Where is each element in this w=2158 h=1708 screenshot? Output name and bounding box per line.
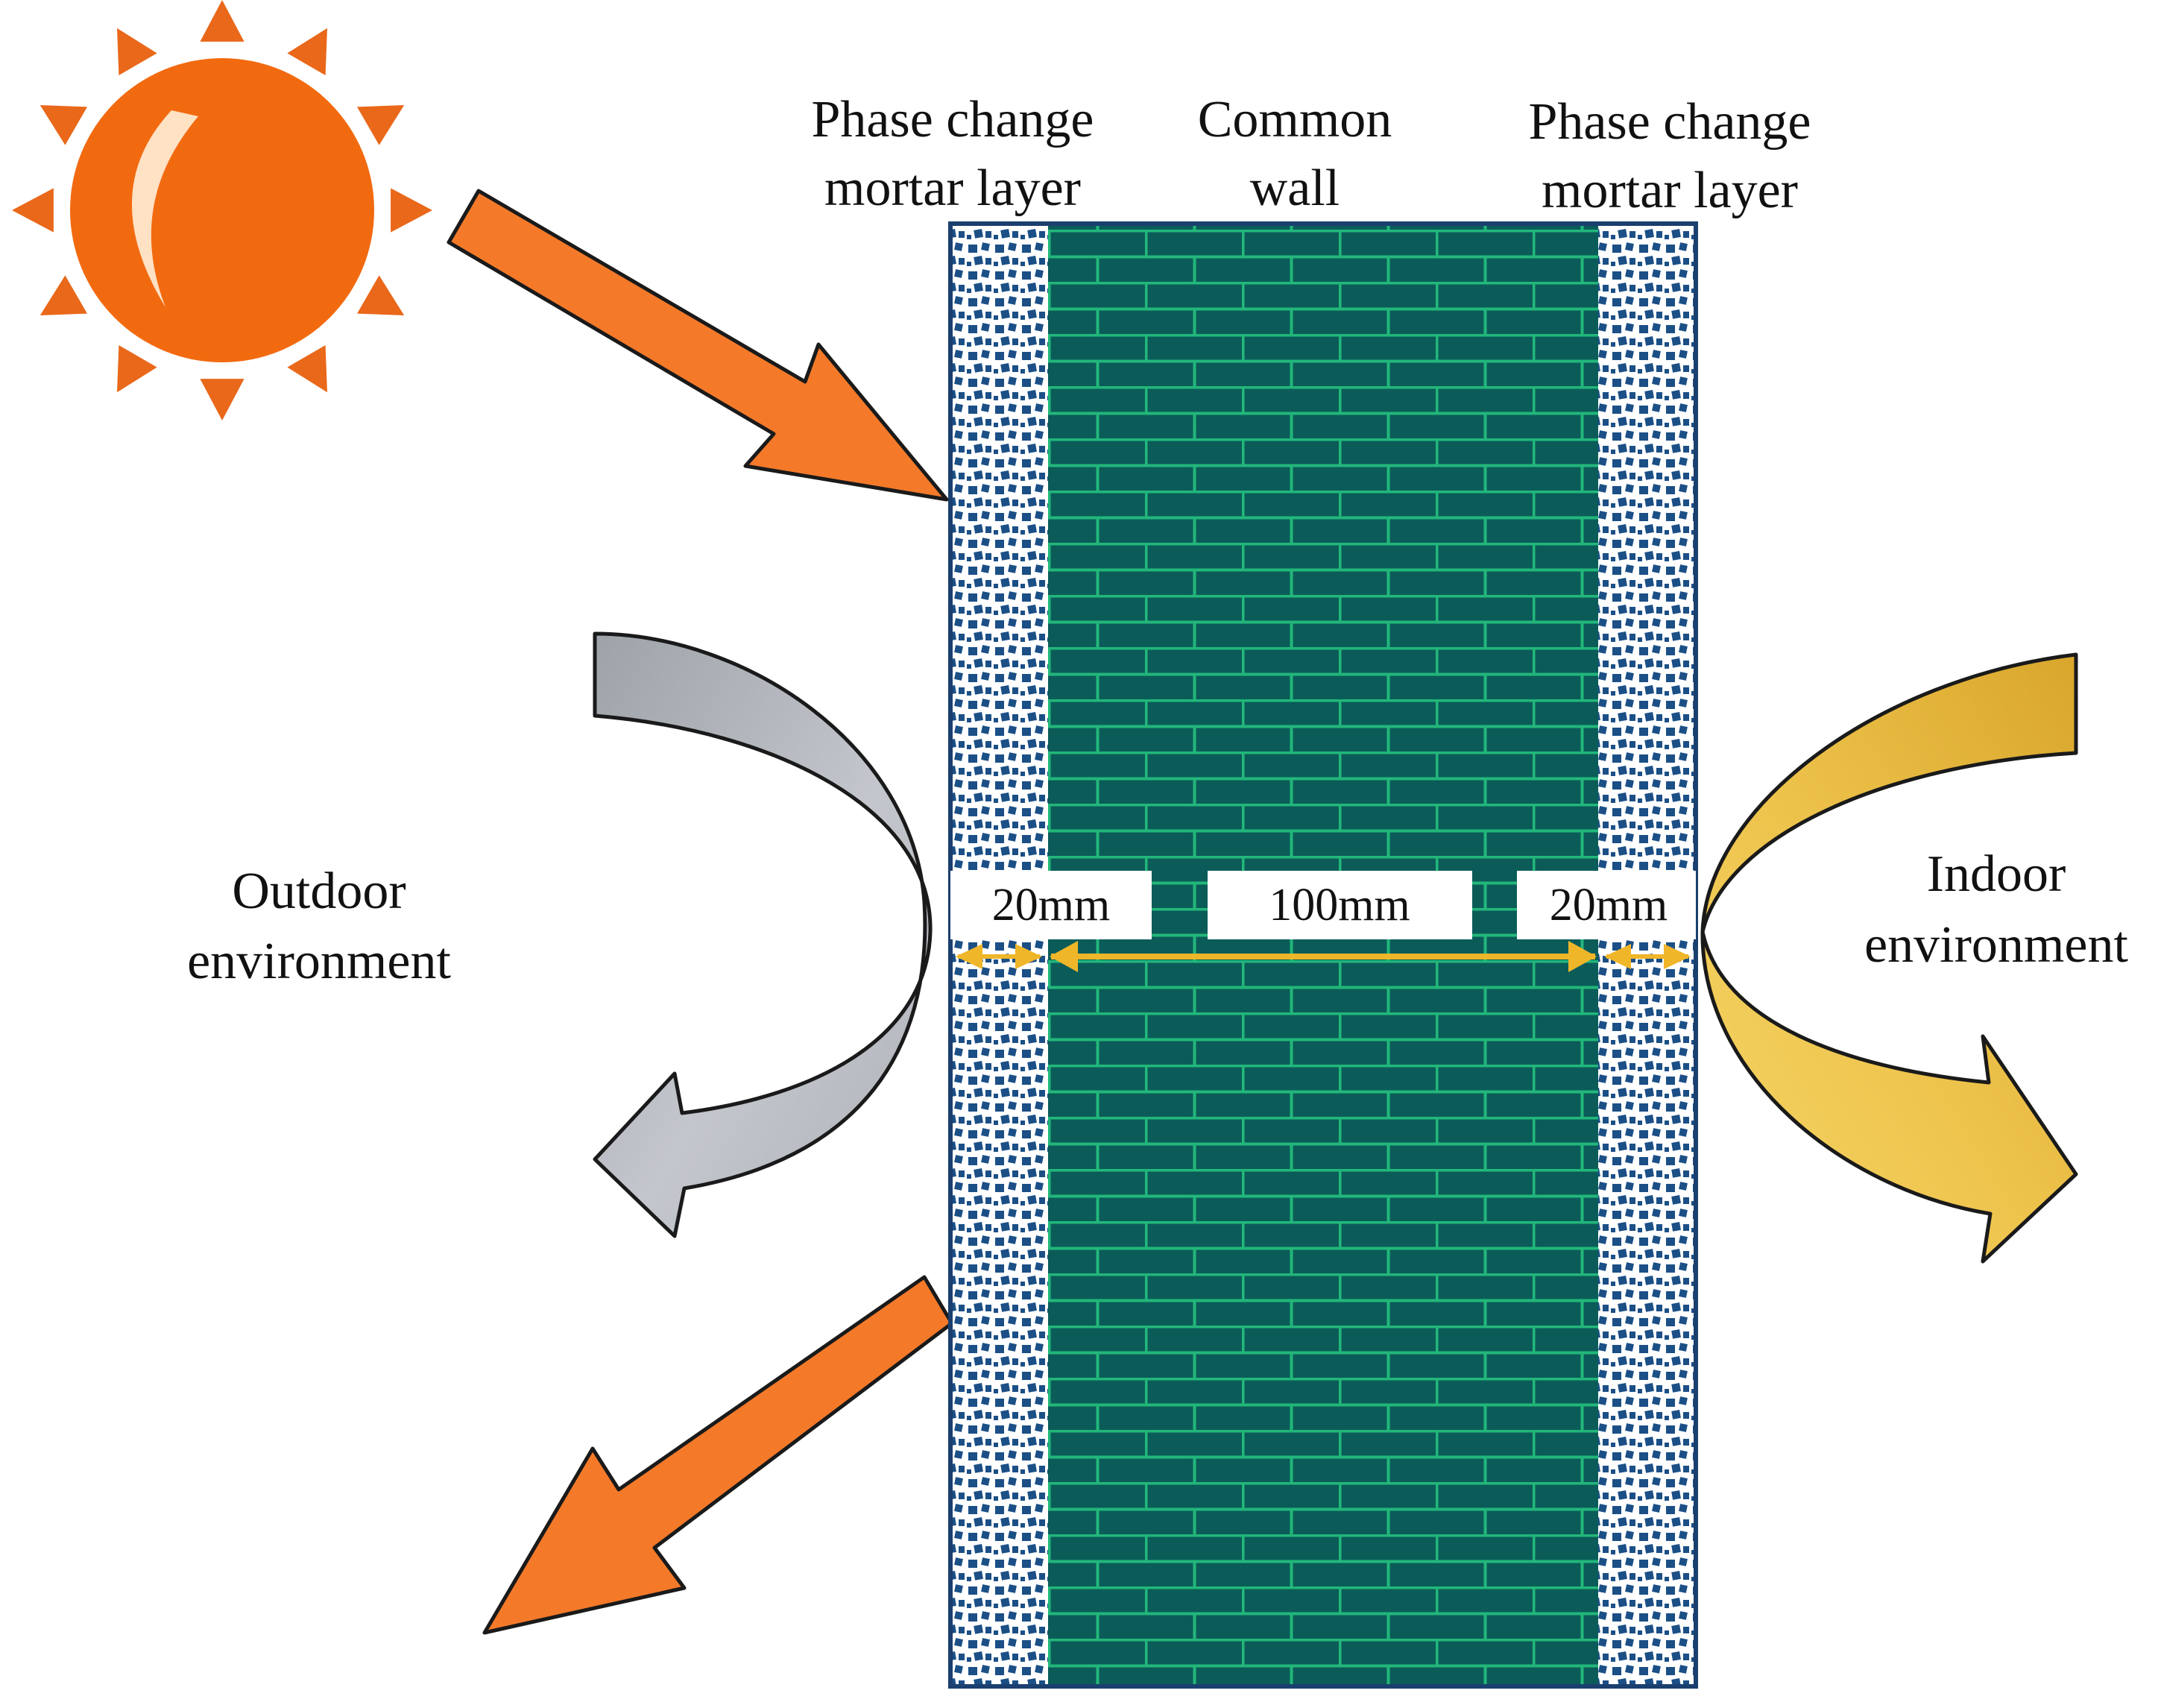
environment-labels: Outdoor environment Indoor environment <box>187 845 2128 990</box>
dimension-outer-layer: 20mm <box>992 880 1110 930</box>
outdoor-label-line1: Outdoor <box>232 863 406 920</box>
indoor-label-line1: Indoor <box>1927 845 2066 903</box>
wall-label-line1: Common <box>1198 91 1392 148</box>
outer-layer-label-line2: mortar layer <box>824 160 1081 217</box>
sun-ray <box>200 379 244 420</box>
sun-ray <box>200 0 244 42</box>
sun-ray <box>117 28 157 75</box>
inner-layer-label-line2: mortar layer <box>1542 162 1798 219</box>
sun-ray <box>12 188 54 233</box>
dimension-arrows <box>956 941 1691 972</box>
indoor-label-line2: environment <box>1864 916 2128 974</box>
outdoor-label-line2: environment <box>187 933 451 990</box>
sun-ray <box>40 275 87 315</box>
sun-ray <box>117 345 157 393</box>
wall-outline <box>948 221 1698 1689</box>
inner-layer-label-line1: Phase change <box>1528 93 1811 151</box>
wall-label-line2: wall <box>1250 160 1340 217</box>
sun-ray <box>391 188 432 233</box>
dimension-wall: 100mm <box>1269 880 1410 930</box>
sun-ray <box>357 275 405 315</box>
sun-ray <box>40 105 87 145</box>
incoming-radiation-arrow-icon <box>447 189 949 502</box>
layer-headings: Phase change mortar layer Common wall Ph… <box>811 91 1811 219</box>
reflected-radiation-arrow-icon <box>482 1275 954 1635</box>
dimension-labels: 20mm 100mm 20mm <box>950 871 1696 939</box>
outer-layer-label-line1: Phase change <box>811 91 1094 148</box>
sun-ray <box>287 28 327 75</box>
sun-ray <box>287 345 327 393</box>
sun-icon <box>12 0 432 420</box>
outdoor-heat-flow-arrow-icon <box>593 631 933 1238</box>
dimension-inner-layer: 20mm <box>1550 880 1668 930</box>
sun-ray <box>357 105 405 145</box>
indoor-heat-flow-arrow-icon <box>1700 652 2078 1264</box>
sun-rays <box>12 0 432 420</box>
